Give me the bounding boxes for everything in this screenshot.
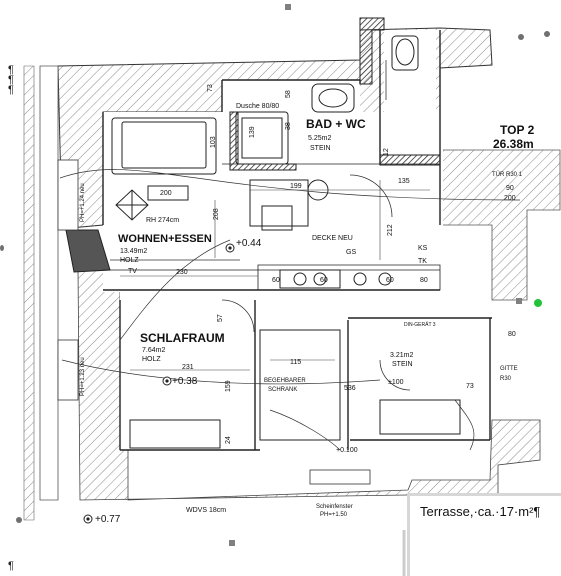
level-markers bbox=[83, 243, 235, 524]
wall-lines bbox=[102, 30, 492, 451]
resize-handle-right[interactable] bbox=[516, 298, 522, 304]
level-left: +0.77 bbox=[95, 514, 121, 525]
room-floor-abstell: STEIN bbox=[392, 361, 413, 368]
gitt-label: GITTE bbox=[500, 366, 518, 372]
dim-38: 38 bbox=[285, 122, 292, 130]
room-area-wohnen: 13.49m2 bbox=[120, 248, 147, 255]
schein-label-1: Scheinfenster bbox=[316, 504, 353, 510]
ks-label: KS bbox=[418, 245, 428, 252]
windows bbox=[57, 159, 371, 485]
dim-58: 58 bbox=[285, 90, 292, 98]
r30-label: R30 bbox=[500, 376, 512, 382]
schrank-line2: SCHRANK bbox=[268, 387, 297, 393]
dim-60c: 60 bbox=[386, 277, 394, 284]
room-floor-schlaf: HOLZ bbox=[142, 356, 161, 363]
room-area-bad: 5.25m2 bbox=[308, 135, 331, 142]
tk-label: TK bbox=[418, 258, 427, 265]
room-floor-bad: STEIN bbox=[310, 145, 331, 152]
level-abstell: ±100 bbox=[388, 379, 404, 386]
sketch-lines bbox=[59, 169, 521, 451]
dim-200b: 200 bbox=[504, 195, 516, 202]
resize-handle-top[interactable] bbox=[285, 4, 291, 10]
dim-230: 230 bbox=[176, 269, 188, 276]
dim-73: 73 bbox=[207, 84, 214, 92]
gs-label: GS bbox=[346, 249, 356, 256]
interior-spaces bbox=[103, 30, 490, 450]
dim-208: 208 bbox=[213, 208, 220, 220]
dim-80b: 80 bbox=[508, 331, 516, 338]
level-schlaf: +0.38 bbox=[172, 376, 198, 387]
resize-handle-bottom[interactable] bbox=[229, 540, 235, 546]
dim-135: 135 bbox=[398, 178, 410, 185]
room-name-wohnen: WOHNEN+ESSEN bbox=[118, 233, 212, 245]
tur-label: TÜR R30 1 bbox=[492, 171, 523, 178]
paragraph-mark: ¶ bbox=[8, 74, 14, 86]
room-area-schlaf: 7.64m2 bbox=[142, 347, 165, 354]
paragraph-mark: ¶ bbox=[8, 560, 14, 572]
dim-139: 139 bbox=[249, 126, 256, 138]
level-bottom: +0.100 bbox=[336, 447, 358, 454]
dim-60b: 60 bbox=[320, 277, 328, 284]
rotate-handle-left[interactable] bbox=[0, 245, 4, 251]
connector-handle[interactable] bbox=[534, 299, 542, 307]
dim-80: 80 bbox=[420, 277, 428, 284]
dim-231: 231 bbox=[182, 364, 194, 371]
room-floor-wohnen: HOLZ bbox=[120, 257, 139, 264]
schrank-line1: BEGEHBARER bbox=[264, 378, 306, 384]
room-name-schlaf: SCHLAFRAUM bbox=[140, 331, 225, 345]
level-wohnen: +0.44 bbox=[236, 238, 262, 249]
room-area-abstell: 3.21m2 bbox=[390, 352, 413, 359]
room-name-bad: BAD + WC bbox=[306, 117, 366, 131]
dim-212: 212 bbox=[387, 224, 394, 236]
dim-200: 200 bbox=[160, 190, 172, 197]
wdvs-label: WDVS 18cm bbox=[186, 507, 226, 514]
resize-handle-top-right[interactable] bbox=[544, 31, 550, 37]
terrasse-text[interactable]: Terrasse,·ca.·17·m²¶ bbox=[420, 504, 541, 519]
dim-57: 57 bbox=[217, 314, 224, 322]
paragraph-mark: ¶ bbox=[8, 64, 14, 76]
resize-handle-bottom-left[interactable] bbox=[16, 517, 22, 523]
door-swings bbox=[221, 60, 411, 391]
dim-60a: 60 bbox=[272, 277, 280, 284]
dim-159: 159 bbox=[225, 380, 232, 392]
plan-labels: BAD + WC 5.25m2 STEIN Dusche 80/80 WOHNE… bbox=[80, 84, 535, 525]
resize-handle-right-top[interactable] bbox=[518, 34, 524, 40]
paragraph-mark: ¶ bbox=[8, 84, 14, 96]
dim-536: 536 bbox=[344, 385, 356, 392]
ph-label-2: PH=+1.23 neu bbox=[80, 357, 86, 396]
rh-label: RH 274cm bbox=[146, 217, 179, 224]
decke-label: DECKE NEU bbox=[312, 235, 353, 242]
dim-103: 103 bbox=[210, 136, 217, 148]
dusche-label: Dusche 80/80 bbox=[236, 103, 279, 110]
top-label: TOP 2 bbox=[500, 123, 535, 137]
dim-115: 115 bbox=[290, 359, 301, 366]
terrasse-textbox[interactable]: Terrasse,·ca.·17·m²¶ bbox=[407, 493, 561, 576]
dim-12: 12 bbox=[383, 148, 390, 156]
dim-24: 24 bbox=[225, 436, 232, 444]
top-area: 26.38m bbox=[493, 137, 534, 151]
abstell-code: DIN-GERÄT 3 bbox=[404, 321, 436, 328]
schein-label-2: PH=+1.50 bbox=[320, 512, 348, 518]
dim-199: 199 bbox=[290, 183, 302, 190]
dim-90: 90 bbox=[506, 185, 514, 192]
dim-73b: 73 bbox=[466, 383, 474, 390]
tv-label: TV bbox=[128, 268, 137, 275]
dimension-lines bbox=[120, 180, 430, 371]
ph-label-1: PH=+1.24 neu bbox=[80, 183, 86, 222]
